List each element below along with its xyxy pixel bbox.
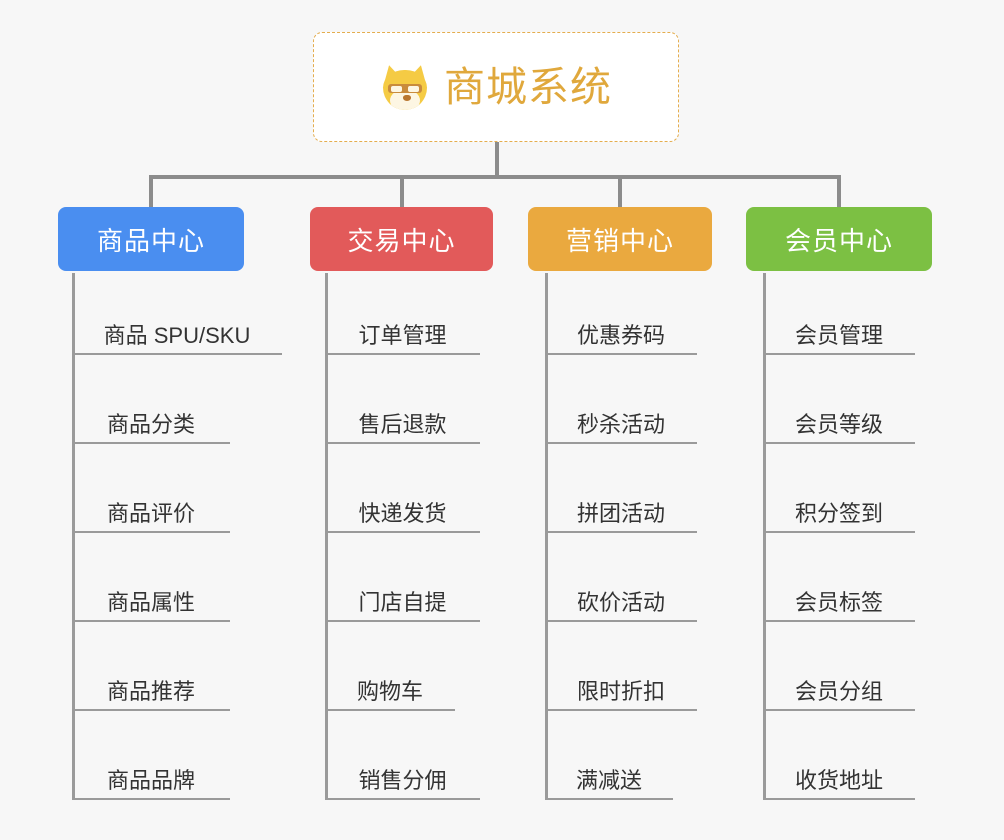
category-box-2[interactable]: 交易中心	[310, 207, 493, 271]
leaf-item[interactable]: 收货地址	[763, 755, 915, 800]
leaf-item[interactable]: 限时折扣	[545, 666, 697, 711]
branch-trunk-1	[72, 273, 75, 800]
leaf-item[interactable]: 门店自提	[325, 577, 480, 622]
leaf-item[interactable]: 会员管理	[763, 310, 915, 355]
leaf-item[interactable]: 商品分类	[72, 399, 230, 444]
leaf-item[interactable]: 商品推荐	[72, 666, 230, 711]
leaf-item[interactable]: 售后退款	[325, 399, 480, 444]
category-box-1[interactable]: 商品中心	[58, 207, 244, 271]
leaf-item[interactable]: 商品 SPU/SKU	[72, 310, 282, 355]
leaf-item[interactable]: 销售分佣	[325, 755, 480, 800]
leaf-item[interactable]: 订单管理	[325, 310, 480, 355]
category-box-3[interactable]: 营销中心	[528, 207, 712, 271]
connector-bar	[150, 175, 840, 179]
root-title: 商城系统	[444, 63, 612, 110]
leaf-item[interactable]: 积分签到	[763, 488, 915, 533]
shiba-dog-face-icon	[380, 63, 430, 110]
connector-drop-2	[399, 175, 404, 208]
category-box-4[interactable]: 会员中心	[746, 207, 932, 271]
leaf-item[interactable]: 拼团活动	[545, 488, 697, 533]
branch-trunk-3	[545, 273, 548, 800]
leaf-item[interactable]: 商品品牌	[72, 755, 230, 800]
connector-drop-4	[837, 175, 841, 208]
leaf-item[interactable]: 商品属性	[72, 577, 230, 622]
branch-trunk-4	[763, 273, 766, 800]
connector-stem	[495, 142, 499, 177]
leaf-item[interactable]: 快递发货	[325, 488, 480, 533]
leaf-item[interactable]: 优惠券码	[545, 310, 697, 355]
leaf-item[interactable]: 会员分组	[763, 666, 915, 711]
leaf-item[interactable]: 购物车	[325, 666, 455, 711]
connector-drop-3	[618, 175, 622, 208]
leaf-item[interactable]: 会员等级	[763, 399, 915, 444]
leaf-item[interactable]: 会员标签	[763, 577, 915, 622]
connector-drop-1	[149, 175, 153, 208]
leaf-item[interactable]: 商品评价	[72, 488, 230, 533]
root-node[interactable]: 商城系统	[313, 32, 679, 142]
leaf-item[interactable]: 砍价活动	[545, 577, 697, 622]
leaf-item[interactable]: 秒杀活动	[545, 399, 697, 444]
branch-trunk-2	[325, 273, 328, 800]
leaf-item[interactable]: 满减送	[545, 755, 673, 800]
